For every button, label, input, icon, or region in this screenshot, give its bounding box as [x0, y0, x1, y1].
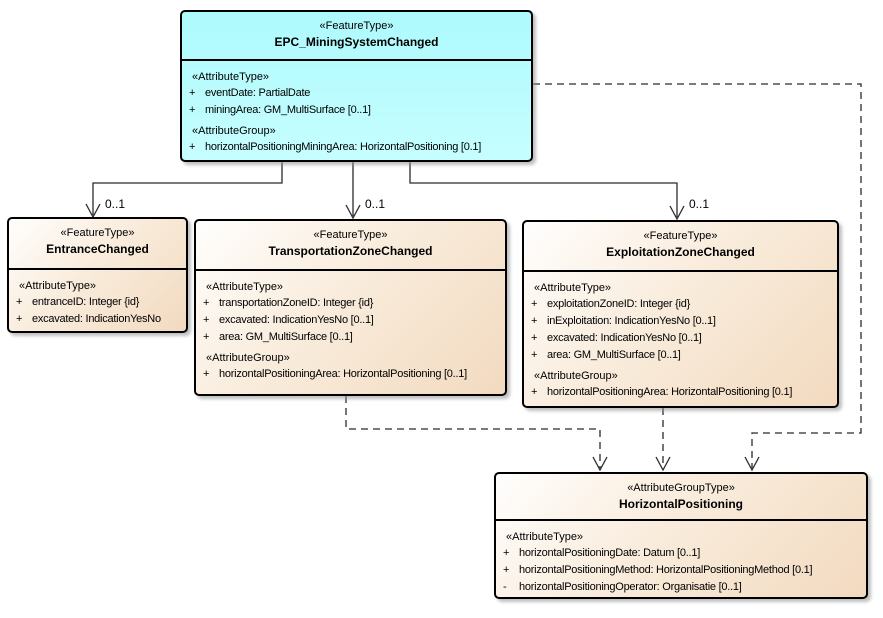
visibility: +: [189, 141, 196, 153]
visibility: +: [189, 104, 196, 116]
stereotype-label: «FeatureType»: [60, 227, 135, 239]
attribute-row: + horizontalPositioningArea: HorizontalP…: [196, 366, 505, 383]
association-epc-to-entrancechanged: 0..1: [85, 162, 283, 219]
association-epc-to-exploitationzonechanged: 0..1: [409, 162, 709, 221]
class-name: HorizontalPositioning: [619, 497, 743, 511]
multiplicity-label: 0..1: [689, 197, 709, 211]
visibility: +: [203, 331, 210, 343]
attribute-text: horizontalPositioningDate: Datum [0..1]: [519, 547, 701, 559]
class-attributes: «AttributeType» + entranceID: Integer {i…: [9, 268, 186, 328]
attribute-row: + horizontalPositioningMethod: Horizonta…: [496, 562, 866, 579]
dependency-exploitationzone-to-horizontalpositioning: [655, 408, 671, 472]
class-name: EPC_MiningSystemChanged: [274, 35, 439, 49]
class-attributes: «AttributeType» + exploitationZoneID: In…: [524, 270, 837, 401]
visibility: +: [531, 349, 538, 361]
visibility: +: [203, 297, 210, 309]
visibility: +: [531, 315, 538, 327]
visibility: +: [203, 368, 210, 380]
attribute-text: horizontalPositioningArea: HorizontalPos…: [547, 386, 793, 398]
attribute-row: + horizontalPositioningMiningArea: Horiz…: [182, 139, 531, 156]
attribute-type-section: «AttributeType»: [534, 282, 612, 294]
visibility: +: [16, 313, 23, 325]
class-name: ExploitationZoneChanged: [606, 245, 755, 259]
attribute-text: eventDate: PartialDate: [205, 87, 311, 99]
visibility: -: [503, 581, 507, 593]
attribute-row: + entranceID: Integer {id}: [9, 294, 186, 311]
association-epc-to-transportationzonechanged: 0..1: [345, 162, 385, 220]
class-header: «FeatureType» TransportationZoneChanged: [196, 221, 505, 269]
class-header: «FeatureType» EntranceChanged: [9, 219, 186, 268]
visibility: +: [531, 386, 538, 398]
attribute-text: exploitationZoneID: Integer {id}: [547, 298, 691, 310]
attribute-text: inExploitation: IndicationYesNo [0..1]: [547, 315, 716, 327]
attribute-type-section: «AttributeType»: [206, 281, 284, 293]
class-attributes: «AttributeType» + transportationZoneID: …: [196, 269, 505, 383]
attribute-row: + excavated: IndicationYesNo: [9, 311, 186, 328]
attribute-row: + horizontalPositioningArea: HorizontalP…: [524, 384, 837, 401]
stereotype-label: «FeatureType»: [319, 20, 394, 32]
attribute-row: + area: GM_MultiSurface [0..1]: [524, 347, 837, 364]
visibility: +: [503, 564, 510, 576]
class-attributes: «AttributeType» + eventDate: PartialDate…: [182, 59, 531, 156]
attribute-group-section: «AttributeGroup»: [534, 370, 618, 382]
multiplicity-label: 0..1: [105, 197, 125, 211]
attribute-text: horizontalPositioningMethod: HorizontalP…: [519, 564, 813, 576]
class-name: EntranceChanged: [46, 242, 149, 256]
attribute-group-section: «AttributeGroup»: [192, 125, 276, 137]
attribute-row: + miningArea: GM_MultiSurface [0..1]: [182, 102, 531, 119]
attribute-type-section: «AttributeType»: [506, 531, 584, 543]
attribute-text: entranceID: Integer {id}: [32, 296, 140, 308]
visibility: +: [531, 298, 538, 310]
attribute-row: + horizontalPositioningDate: Datum [0..1…: [496, 545, 866, 562]
visibility: +: [531, 332, 538, 344]
class-header: «FeatureType» ExploitationZoneChanged: [524, 222, 837, 270]
attribute-text: area: GM_MultiSurface [0..1]: [547, 349, 681, 361]
attribute-text: excavated: IndicationYesNo: [32, 313, 161, 325]
visibility: +: [16, 296, 23, 308]
visibility: +: [503, 547, 510, 559]
class-horizontalpositioning: «AttributeGroupType» HorizontalPositioni…: [494, 472, 868, 599]
class-name: TransportationZoneChanged: [268, 244, 433, 258]
class-header: «FeatureType» EPC_MiningSystemChanged: [182, 12, 531, 59]
attribute-text: excavated: IndicationYesNo [0..1]: [547, 332, 702, 344]
class-entrancechanged: «FeatureType» EntranceChanged «Attribute…: [7, 217, 188, 333]
visibility: +: [203, 314, 210, 326]
multiplicity-label: 0..1: [365, 197, 385, 211]
stereotype-label: «FeatureType»: [643, 230, 718, 242]
class-exploitationzonechanged: «FeatureType» ExploitationZoneChanged «A…: [522, 220, 839, 408]
attribute-text: horizontalPositioningArea: HorizontalPos…: [219, 368, 467, 380]
visibility: +: [189, 87, 196, 99]
attribute-row: + exploitationZoneID: Integer {id}: [524, 296, 837, 313]
stereotype-label: «AttributeGroupType»: [627, 482, 735, 494]
class-header: «AttributeGroupType» HorizontalPositioni…: [496, 474, 866, 519]
class-transportationzonechanged: «FeatureType» TransportationZoneChanged …: [194, 219, 507, 396]
attribute-row: + transportationZoneID: Integer {id}: [196, 295, 505, 312]
attribute-text: horizontalPositioningMiningArea: Horizon…: [205, 141, 482, 153]
attribute-row: + inExploitation: IndicationYesNo [0..1]: [524, 313, 837, 330]
stereotype-label: «FeatureType»: [313, 229, 388, 241]
attribute-row: + excavated: IndicationYesNo [0..1]: [524, 330, 837, 347]
attribute-group-section: «AttributeGroup»: [206, 352, 290, 364]
attribute-text: area: GM_MultiSurface [0..1]: [219, 331, 353, 343]
attribute-row: + area: GM_MultiSurface [0..1]: [196, 329, 505, 346]
attribute-text: horizontalPositioningOperator: Organisat…: [519, 581, 742, 593]
class-attributes: «AttributeType» + horizontalPositioningD…: [496, 519, 866, 596]
attribute-type-section: «AttributeType»: [19, 280, 97, 292]
attribute-type-section: «AttributeType»: [192, 71, 270, 83]
class-epc-miningsystemchanged: «FeatureType» EPC_MiningSystemChanged «A…: [180, 10, 533, 162]
attribute-text: transportationZoneID: Integer {id}: [219, 297, 374, 309]
attribute-text: excavated: IndicationYesNo [0..1]: [219, 314, 374, 326]
attribute-row: + excavated: IndicationYesNo [0..1]: [196, 312, 505, 329]
attribute-row: + eventDate: PartialDate: [182, 85, 531, 102]
attribute-text: miningArea: GM_MultiSurface [0..1]: [205, 104, 371, 116]
attribute-row: - horizontalPositioningOperator: Organis…: [496, 579, 866, 596]
